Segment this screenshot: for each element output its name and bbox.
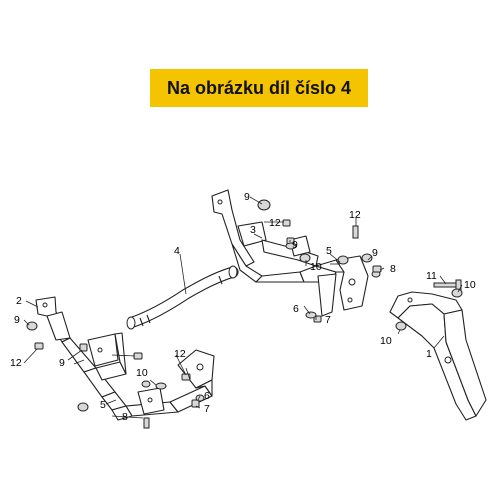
callout-5-left: 5 [100, 399, 106, 411]
callout-10-left: 10 [136, 367, 148, 379]
left-frame-assembly [35, 296, 215, 421]
callout-7-left: 7 [204, 403, 210, 415]
callout-2: 2 [16, 295, 22, 307]
callout-10-right-bottom: 10 [380, 335, 392, 347]
callout-9-right: 9 [372, 247, 378, 259]
fasteners [26, 199, 463, 429]
callout-9-left-mid: 9 [59, 357, 65, 369]
callout-4: 4 [174, 245, 180, 257]
callout-12-right: 12 [349, 209, 361, 221]
callout-6-left: 6 [204, 390, 210, 402]
callout-12-left: 12 [10, 357, 22, 369]
part-number-banner: Na obrázku díl číslo 4 [150, 69, 368, 107]
callout-6-right: 6 [293, 303, 299, 315]
callout-11: 11 [426, 270, 437, 282]
right-frame-assembly [211, 189, 369, 317]
callout-5-right: 5 [326, 245, 332, 257]
part-1-bracket [389, 291, 487, 421]
callout-9-left-top: 9 [14, 314, 20, 326]
callout-10-right-top: 10 [464, 279, 476, 291]
banner-text: Na obrázku díl číslo 4 [166, 77, 352, 98]
part-4-tube [126, 265, 239, 330]
leader-lines [23, 196, 463, 419]
callout-12-top: 12 [269, 217, 281, 229]
callout-10-mid: 10 [310, 261, 322, 273]
callout-9-mid: 9 [292, 239, 298, 251]
callout-numbers: 1 2 3 4 5 5 6 6 7 7 8 8 9 9 9 9 9 9 10 1… [10, 191, 476, 423]
callout-8-left: 8 [122, 411, 128, 423]
callout-12-mid: 12 [174, 348, 186, 360]
callout-7-right: 7 [325, 314, 331, 326]
callout-8-right: 8 [390, 263, 396, 275]
callout-9-top: 9 [244, 191, 250, 203]
callout-3: 3 [250, 224, 256, 236]
callout-1: 1 [426, 348, 432, 360]
